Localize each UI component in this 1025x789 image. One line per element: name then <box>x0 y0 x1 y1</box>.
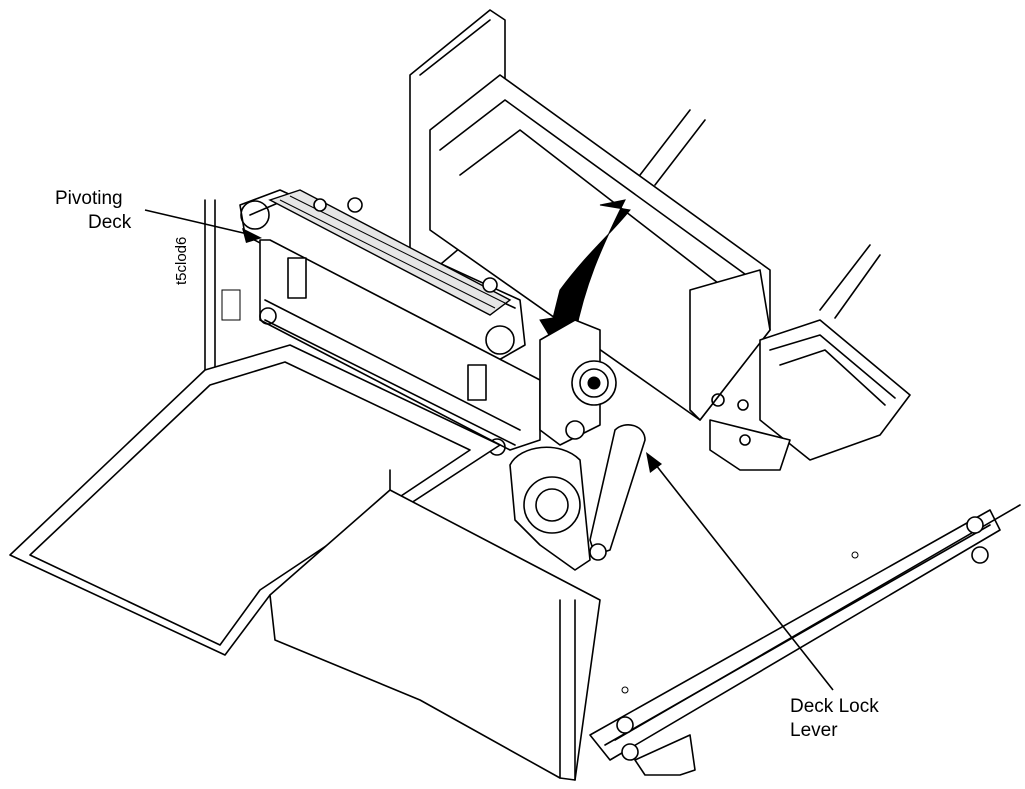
pivoting-deck-label-line2: Deck <box>88 212 132 233</box>
pivoting-deck-leader-line <box>145 210 252 235</box>
pivoting-deck-label-line1: Pivoting <box>55 188 123 209</box>
figure-code: t5clod6 <box>173 237 190 285</box>
deck-lock-lever-part <box>510 425 645 570</box>
deck-lock-lever-label-line1: Deck Lock <box>790 696 879 717</box>
callout-pivoting-deck: Pivoting Deck <box>55 188 262 243</box>
deck-lock-lever-label-line2: Lever <box>790 720 838 741</box>
